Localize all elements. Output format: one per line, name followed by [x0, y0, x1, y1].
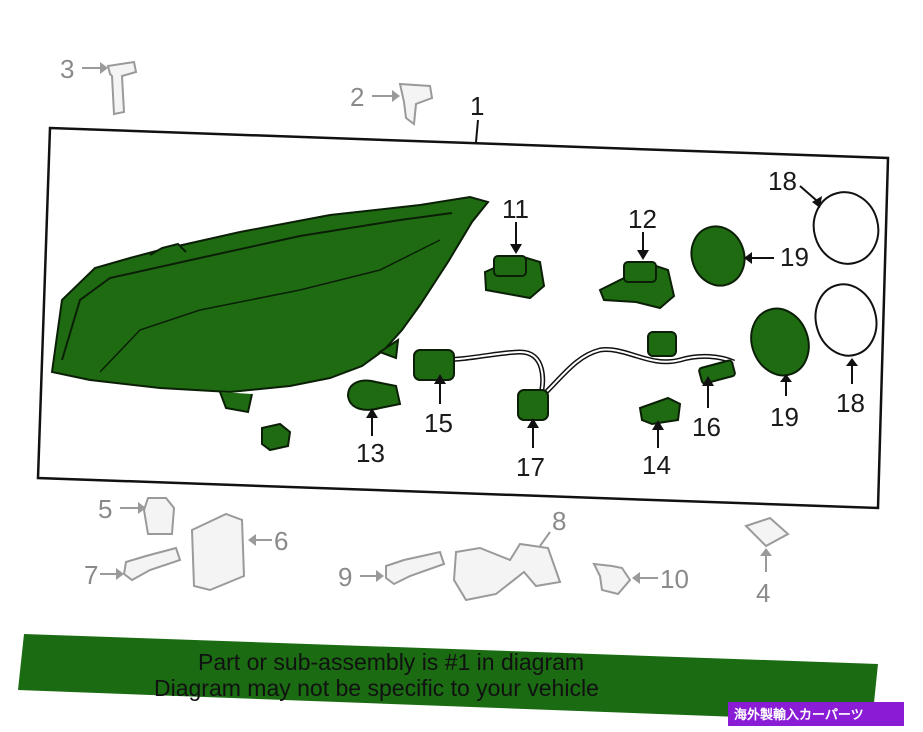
- screw-2: [398, 82, 434, 126]
- bulb-14: [638, 396, 682, 426]
- bolt-7: [122, 546, 182, 582]
- callout-3: 3: [60, 54, 74, 84]
- info-banner: [18, 634, 878, 722]
- cap-19-top: [690, 225, 746, 287]
- bracket-8: [452, 542, 562, 602]
- callout-1: 1: [470, 91, 484, 121]
- callout-4: 4: [756, 578, 770, 608]
- shop-badge-label: 海外製輸入カーパーツ: [734, 707, 864, 723]
- bulb-12: [598, 261, 676, 310]
- callout-18-bottom: 18: [836, 388, 865, 418]
- seal-18-top: [812, 191, 880, 265]
- arrow-12: [637, 250, 649, 260]
- clip-5: [142, 497, 176, 535]
- callout-16: 16: [692, 412, 721, 442]
- callout-15: 15: [424, 408, 453, 438]
- clip-part: [261, 422, 292, 452]
- callout-19-bottom: 19: [770, 402, 799, 432]
- banner-line-1: Part or sub-assembly is #1 in diagram: [198, 649, 584, 675]
- seal-18-bottom: [814, 283, 878, 357]
- banner-line-2: Diagram may not be specific to your vehi…: [154, 675, 599, 701]
- callout-12: 12: [628, 204, 657, 234]
- shop-badge: [728, 702, 904, 726]
- callout-7: 7: [84, 560, 98, 590]
- callout-5: 5: [98, 494, 112, 524]
- callout-11: 11: [502, 194, 529, 224]
- callout-6: 6: [274, 526, 288, 556]
- callout-8: 8: [552, 506, 566, 536]
- callout-9: 9: [338, 562, 352, 592]
- nut-10: [592, 562, 632, 596]
- bolt-9: [385, 550, 446, 586]
- arrow-11: [510, 244, 522, 254]
- callout-2: 2: [350, 82, 364, 112]
- callout-10: 10: [660, 564, 689, 594]
- headlamp-housing: [50, 195, 490, 414]
- bulb-11: [483, 254, 546, 300]
- nut-4: [744, 516, 790, 548]
- callout-19-top: 19: [780, 242, 809, 272]
- callout-18-top: 18: [768, 166, 797, 196]
- bulb-13: [346, 379, 402, 411]
- cap-19-bottom: [750, 307, 810, 377]
- callout-17: 17: [516, 452, 545, 482]
- bolt-3: [106, 60, 138, 116]
- callout-leader-1: [475, 119, 479, 143]
- callout-13: 13: [356, 438, 385, 468]
- callout-14: 14: [642, 450, 671, 480]
- bracket-6: [190, 512, 246, 592]
